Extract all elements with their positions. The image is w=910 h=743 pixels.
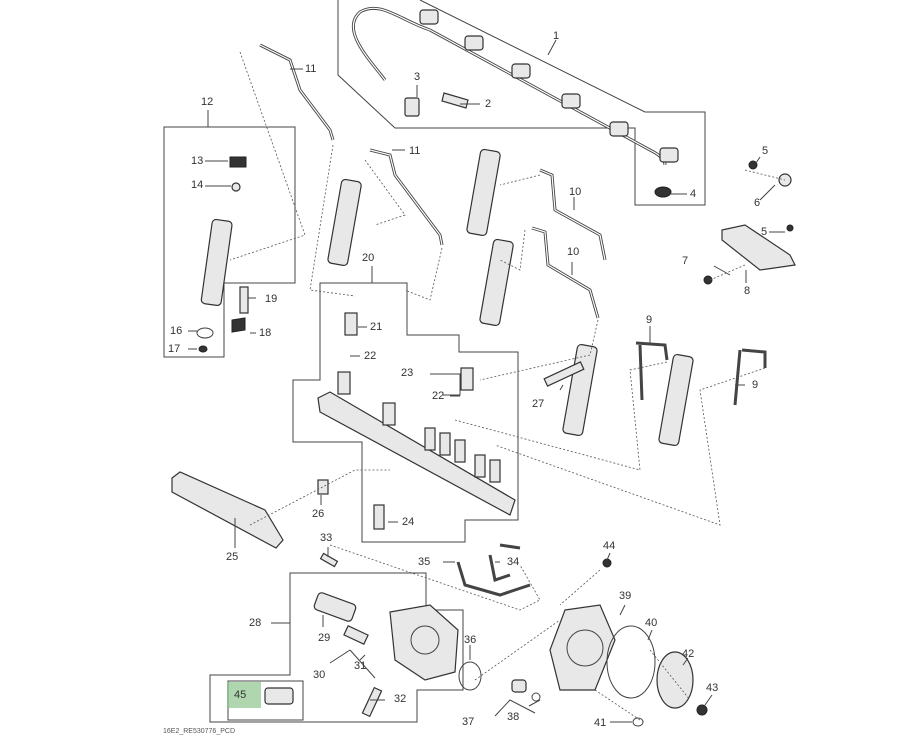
- callout-12[interactable]: 12: [201, 96, 214, 108]
- callout-1[interactable]: 1: [553, 30, 560, 42]
- bracket-25: [171, 471, 284, 549]
- group-box-1: [337, 0, 706, 206]
- drive-gear: [656, 651, 694, 709]
- callout-10a[interactable]: 10: [569, 186, 582, 198]
- callout-14[interactable]: 14: [191, 179, 204, 191]
- callout-25[interactable]: 25: [226, 551, 239, 563]
- callout-26[interactable]: 26: [312, 508, 325, 520]
- callout-20[interactable]: 20: [362, 252, 375, 264]
- callout-34[interactable]: 34: [507, 556, 520, 568]
- callout-42[interactable]: 42: [682, 648, 695, 660]
- callout-27[interactable]: 27: [532, 398, 545, 410]
- callout-22a[interactable]: 22: [364, 350, 377, 362]
- callout-36[interactable]: 36: [464, 634, 477, 646]
- callout-21[interactable]: 21: [370, 321, 383, 333]
- callout-9b[interactable]: 9: [752, 379, 759, 391]
- callout-2[interactable]: 2: [485, 98, 492, 110]
- callout-30[interactable]: 30: [313, 669, 326, 681]
- injectors: [200, 148, 694, 447]
- callout-11a[interactable]: 11: [305, 63, 317, 75]
- callout-37[interactable]: 37: [462, 716, 475, 728]
- callout-3[interactable]: 3: [414, 71, 421, 83]
- callout-4[interactable]: 4: [690, 188, 697, 200]
- callout-16[interactable]: 16: [170, 325, 183, 337]
- callout-38[interactable]: 38: [507, 711, 520, 723]
- callout-5a[interactable]: 5: [762, 145, 769, 157]
- callout-6[interactable]: 6: [754, 197, 761, 209]
- callout-29[interactable]: 29: [318, 632, 331, 644]
- pump-drive-housing: [549, 604, 616, 691]
- callout-19[interactable]: 19: [265, 293, 278, 305]
- callout-40[interactable]: 40: [645, 617, 658, 629]
- callout-39[interactable]: 39: [619, 590, 632, 602]
- callout-17[interactable]: 17: [168, 343, 181, 355]
- callout-33[interactable]: 33: [320, 532, 333, 544]
- group-box-28: [209, 572, 464, 723]
- highlight-box: [227, 682, 261, 708]
- callout-41[interactable]: 41: [594, 717, 607, 729]
- callout-24[interactable]: 24: [402, 516, 415, 528]
- group-box-20: [292, 282, 519, 543]
- callout-10b[interactable]: 10: [567, 246, 580, 258]
- callout-28[interactable]: 28: [249, 617, 262, 629]
- callout-13[interactable]: 13: [191, 155, 204, 167]
- callout-22b[interactable]: 22: [432, 390, 445, 402]
- callout-23[interactable]: 23: [401, 367, 414, 379]
- return-line-connectors: [419, 9, 679, 163]
- callout-45[interactable]: 45: [234, 689, 247, 701]
- callout-5b[interactable]: 5: [761, 226, 768, 238]
- callout-31[interactable]: 31: [354, 660, 367, 672]
- callout-7[interactable]: 7: [682, 255, 689, 267]
- callout-44[interactable]: 44: [603, 540, 616, 552]
- callout-11b[interactable]: 11: [409, 145, 421, 157]
- figure-code: 16E2_RE530776_PCD: [163, 728, 235, 735]
- callout-8[interactable]: 8: [744, 285, 751, 297]
- callout-35[interactable]: 35: [418, 556, 431, 568]
- callout-32[interactable]: 32: [394, 693, 407, 705]
- common-rail: [317, 391, 516, 516]
- callout-9a[interactable]: 9: [646, 314, 653, 326]
- injection-pump: [389, 604, 459, 681]
- callout-43[interactable]: 43: [706, 682, 719, 694]
- callout-18[interactable]: 18: [259, 327, 272, 339]
